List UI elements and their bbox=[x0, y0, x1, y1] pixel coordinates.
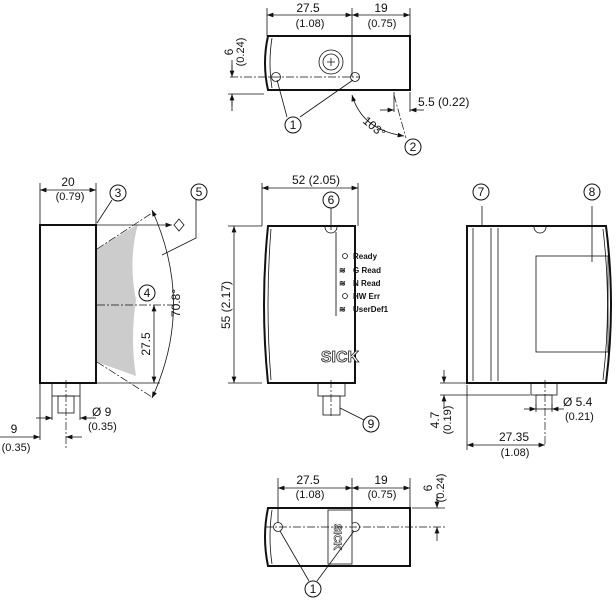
angle-label: 70.8° bbox=[169, 289, 183, 317]
dim-label: 4.7 bbox=[428, 411, 442, 428]
dim-label: 27.5 bbox=[296, 1, 320, 15]
led-label: G Read bbox=[353, 266, 381, 275]
led-icon bbox=[342, 253, 348, 259]
led-label: UserDef1 bbox=[353, 305, 389, 314]
mounting-hole-icon bbox=[271, 72, 281, 82]
callout-8 bbox=[583, 183, 601, 201]
dim-label: Ø 9 bbox=[92, 405, 112, 419]
dim-label: (0.19) bbox=[442, 406, 454, 435]
side-view: 20 (0.79) 3 5 4 27.5 70.8° Ø 9 (0.35) 9 … bbox=[0, 175, 208, 454]
svg-text:1: 1 bbox=[310, 582, 317, 596]
svg-text:9: 9 bbox=[368, 417, 375, 431]
callout-5 bbox=[190, 183, 208, 201]
svg-text:4: 4 bbox=[144, 286, 151, 300]
led-icon: ≋ bbox=[339, 266, 346, 275]
led-label: HW Err bbox=[353, 292, 380, 301]
led-icon bbox=[342, 293, 348, 299]
callout-1 bbox=[304, 580, 322, 598]
dim-label: 52 (2.05) bbox=[292, 173, 340, 187]
bottom-view: SICK 27.5 (1.08) 19 (0.75) 6 (0.24) 1 bbox=[264, 473, 447, 598]
dim-label: (0.35) bbox=[2, 442, 31, 454]
dim-label: 6 bbox=[421, 484, 435, 491]
scan-field bbox=[97, 224, 138, 376]
callout-7 bbox=[472, 183, 490, 201]
top-view: 27.5 (1.08) 19 (0.75) 6 (0.24) 1 5.5 (0.… bbox=[222, 1, 469, 156]
window bbox=[535, 255, 609, 353]
dim-label: 27.35 bbox=[499, 430, 529, 444]
dim-label: (0.24) bbox=[435, 474, 447, 503]
notch-icon bbox=[324, 226, 338, 234]
callout-3 bbox=[109, 184, 127, 202]
led-icon: ≋ bbox=[339, 305, 346, 314]
svg-text:1: 1 bbox=[290, 118, 297, 132]
led-icon: ≋ bbox=[339, 279, 346, 288]
dim-label: (0.75) bbox=[368, 18, 397, 30]
connector-icon bbox=[318, 49, 344, 75]
svg-text:6: 6 bbox=[328, 193, 335, 207]
svg-text:7: 7 bbox=[478, 185, 485, 199]
led-label: Ready bbox=[353, 252, 378, 261]
svg-text:3: 3 bbox=[115, 186, 122, 200]
dim-label: 27.5 bbox=[296, 473, 320, 487]
dim-label: (0.35) bbox=[88, 421, 117, 433]
brand-logo: SICK bbox=[321, 349, 360, 366]
dim-label: 19 bbox=[374, 1, 388, 15]
dim-label: (0.24) bbox=[235, 38, 247, 67]
brand-logo: SICK bbox=[331, 524, 343, 550]
svg-text:8: 8 bbox=[589, 185, 596, 199]
dim-label: (1.08) bbox=[296, 489, 325, 501]
dim-label: 19 bbox=[374, 473, 388, 487]
dim-label: 9 bbox=[11, 422, 18, 436]
dim-label: (1.08) bbox=[296, 18, 325, 30]
dim-label: (0.79) bbox=[56, 191, 85, 203]
front-view: Ready ≋ G Read ≋ N Read HW Err ≋ UserDef… bbox=[219, 173, 389, 433]
callout-9 bbox=[362, 415, 380, 433]
callout-6 bbox=[322, 191, 340, 209]
led-label: N Read bbox=[353, 279, 381, 288]
led-list: Ready ≋ G Read ≋ N Read HW Err ≋ UserDef… bbox=[339, 252, 389, 314]
svg-text:2: 2 bbox=[410, 140, 417, 154]
callout-2 bbox=[404, 138, 422, 156]
dim-label: 6 bbox=[222, 48, 236, 55]
svg-text:5: 5 bbox=[196, 185, 203, 199]
callout-1 bbox=[284, 116, 302, 134]
dim-label: (1.08) bbox=[501, 447, 530, 459]
dim-label: Ø 5.4 bbox=[563, 395, 593, 409]
rear-view: 7 8 Ø 5.4 (0.21) 27.35 (1.08) 4.7 (0.19) bbox=[428, 183, 612, 459]
dim-label: 55 (2.17) bbox=[219, 281, 233, 329]
dim-label: 27.5 bbox=[139, 332, 153, 356]
dim-label: (0.21) bbox=[565, 411, 594, 423]
dim-label: 5.5 (0.22) bbox=[418, 95, 469, 109]
dim-label: 20 bbox=[61, 175, 75, 189]
dim-label: (0.75) bbox=[368, 489, 397, 501]
